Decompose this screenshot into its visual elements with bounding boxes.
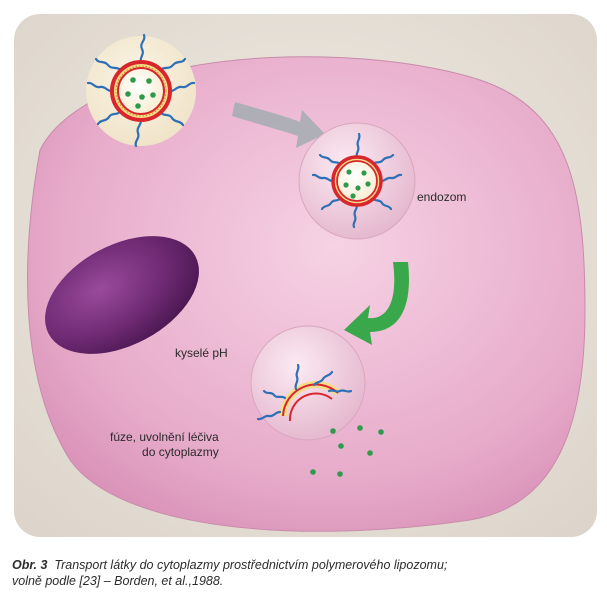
fusion-label-line1: fúze, uvolnění léčiva [110,430,219,444]
fusing-vesicle [250,325,384,477]
cell-body [27,56,586,532]
caption-number: Obr. 3 [12,558,48,572]
gray-arrow-icon [232,102,325,148]
cell-nucleus [45,236,199,354]
endosome-label: endozom [417,190,467,204]
figure-caption: Obr. 3 Transport látky do cytoplazmy pro… [12,557,597,589]
green-arrow-icon [344,262,410,345]
acidic-ph-label: kyselé pH [175,346,228,360]
liposome-icon [86,33,196,148]
caption-line-1: Obr. 3 Transport látky do cytoplazmy pro… [12,557,597,573]
caption-text-1: Transport látky do cytoplazmy prostředni… [54,558,448,572]
caption-text-2: volně podle [23] – Borden, et al.,1988. [12,574,224,588]
endosome-icon [298,122,416,240]
fusion-label: fúze, uvolnění léčiva do cytoplazmy [110,430,219,460]
diagram-canvas [14,14,597,537]
fusion-label-line2: do cytoplazmy [142,445,219,459]
